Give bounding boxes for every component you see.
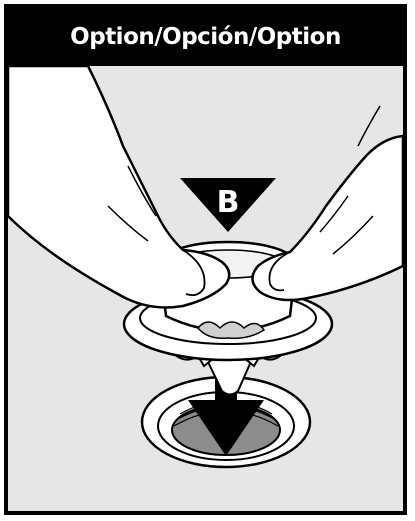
illustration: B bbox=[8, 66, 403, 511]
right-hand bbox=[251, 105, 403, 302]
header-title: Option/Opción/Option bbox=[70, 24, 341, 50]
illustration-svg: B bbox=[8, 66, 403, 511]
marker-b: B bbox=[180, 178, 276, 232]
marker-b-label: B bbox=[217, 185, 240, 220]
diagram-frame: Option/Opción/Option bbox=[4, 4, 407, 515]
left-hand bbox=[8, 66, 231, 309]
header-bar: Option/Opción/Option bbox=[8, 8, 403, 66]
